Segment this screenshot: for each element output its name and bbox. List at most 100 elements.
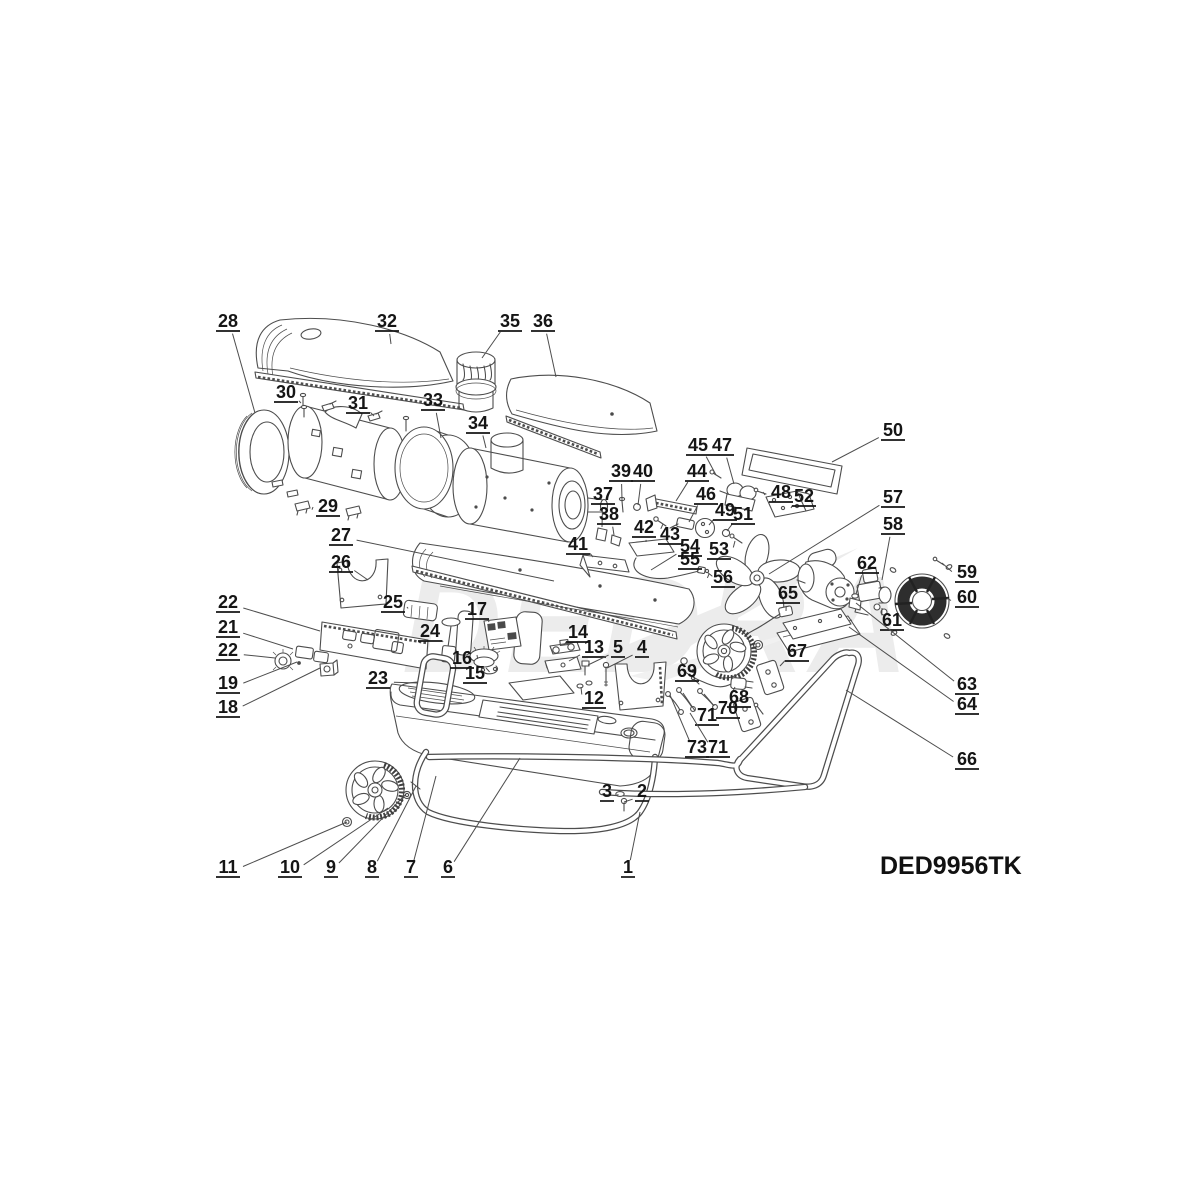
part-label-28: 28 xyxy=(216,311,256,414)
thermocouple-cable xyxy=(633,557,713,580)
model-code: DED9956TK xyxy=(880,852,1022,880)
part-label-33: 33 xyxy=(421,390,445,439)
part-label-43: 43 xyxy=(658,523,682,545)
part-label-38: 38 xyxy=(597,504,621,536)
part-label-60: 60 xyxy=(946,587,979,608)
part-label-19: 19 xyxy=(216,661,298,694)
mount-bracket-14 xyxy=(549,638,581,655)
part-label-15: 15 xyxy=(463,663,490,684)
part-label-13: 13 xyxy=(568,637,606,662)
part-label-46: 46 xyxy=(688,484,718,523)
svg-text:35: 35 xyxy=(500,311,520,331)
outlet-grille xyxy=(741,447,843,495)
part-label-73: 73 xyxy=(669,694,709,758)
svg-text:70: 70 xyxy=(718,698,738,718)
part-label-14: 14 xyxy=(563,622,590,646)
svg-text:73: 73 xyxy=(687,737,707,757)
svg-text:19: 19 xyxy=(218,673,238,693)
part-label-16: 16 xyxy=(450,648,479,669)
tank-cap xyxy=(467,646,501,668)
svg-text:62: 62 xyxy=(857,553,877,573)
combustion-cylinder xyxy=(287,405,407,501)
svg-text:42: 42 xyxy=(634,517,654,537)
inlet-ring xyxy=(234,409,290,495)
svg-text:46: 46 xyxy=(696,484,716,504)
fuel-pump-valve xyxy=(848,567,892,616)
part-label-8: 8 xyxy=(365,785,417,878)
part-label-61: 61 xyxy=(880,607,904,631)
part-label-68: 68 xyxy=(727,686,751,708)
part-label-57: 57 xyxy=(768,487,905,575)
part-label-63: 63 xyxy=(855,602,979,695)
svg-text:12: 12 xyxy=(584,688,604,708)
mounting-plates xyxy=(752,608,861,653)
svg-text:68: 68 xyxy=(729,687,749,707)
part-label-9: 9 xyxy=(324,793,407,878)
pump-plate-41 xyxy=(579,554,630,578)
part-label-49: 49 xyxy=(708,500,737,526)
drawing xyxy=(234,317,953,835)
svg-text:49: 49 xyxy=(715,500,735,520)
part-label-59: 59 xyxy=(941,562,979,583)
svg-text:51: 51 xyxy=(733,504,753,524)
svg-text:30: 30 xyxy=(276,382,296,402)
svg-text:11: 11 xyxy=(218,857,237,877)
part-label-3: 3 xyxy=(600,781,619,802)
part-label-48: 48 xyxy=(762,482,793,503)
part-label-2: 2 xyxy=(623,781,649,803)
part-label-24: 24 xyxy=(418,621,444,643)
svg-text:37: 37 xyxy=(593,484,613,504)
svg-text:71: 71 xyxy=(708,737,728,757)
part-label-31: 31 xyxy=(346,393,375,417)
stand-bracket-right xyxy=(614,661,667,711)
fan-motor xyxy=(796,548,855,610)
svg-text:57: 57 xyxy=(883,487,903,507)
power-plug xyxy=(681,669,754,690)
svg-text:67: 67 xyxy=(787,641,807,661)
svg-text:54: 54 xyxy=(680,536,700,556)
corner-bracket-52 xyxy=(765,490,815,518)
fastener-clips-upper xyxy=(271,392,410,521)
svg-text:48: 48 xyxy=(771,482,791,502)
svg-text:59: 59 xyxy=(957,562,977,582)
pin-4 xyxy=(602,661,610,687)
svg-text:38: 38 xyxy=(599,504,619,524)
svg-text:21: 21 xyxy=(218,617,238,637)
part-label-11: 11 xyxy=(216,821,348,878)
svg-text:29: 29 xyxy=(318,496,338,516)
part-label-51: 51 xyxy=(726,504,755,532)
svg-text:69: 69 xyxy=(677,661,697,681)
svg-text:63: 63 xyxy=(957,674,977,694)
svg-text:9: 9 xyxy=(326,857,336,877)
part-label-66: 66 xyxy=(845,689,979,770)
part-label-32: 32 xyxy=(375,311,399,345)
svg-text:40: 40 xyxy=(633,461,653,481)
svg-text:4: 4 xyxy=(637,637,647,657)
part-label-25: 25 xyxy=(381,592,409,613)
part-label-7: 7 xyxy=(404,775,437,878)
burner-chamber xyxy=(452,432,609,543)
svg-text:45: 45 xyxy=(688,435,708,455)
part-label-42: 42 xyxy=(632,517,656,543)
svg-text:16: 16 xyxy=(452,648,472,668)
svg-text:13: 13 xyxy=(584,637,604,657)
pcb-board xyxy=(483,616,522,651)
part-label-26: 26 xyxy=(329,552,369,581)
chimney-cap xyxy=(455,351,497,413)
part-label-53: 53 xyxy=(707,539,736,560)
svg-text:39: 39 xyxy=(611,461,631,481)
part-label-37: 37 xyxy=(591,484,615,528)
part-label-47: 47 xyxy=(710,435,735,485)
tank-fasteners xyxy=(615,791,628,812)
part-label-65: 65 xyxy=(776,583,800,612)
svg-text:41: 41 xyxy=(568,534,588,554)
part-label-41: 41 xyxy=(566,534,594,558)
rear-wheel xyxy=(680,623,758,681)
tank-bail-handle xyxy=(413,653,457,718)
rear-cover xyxy=(505,374,658,459)
svg-text:50: 50 xyxy=(883,420,903,440)
svg-text:1: 1 xyxy=(623,857,633,877)
leg-frame xyxy=(411,748,659,835)
